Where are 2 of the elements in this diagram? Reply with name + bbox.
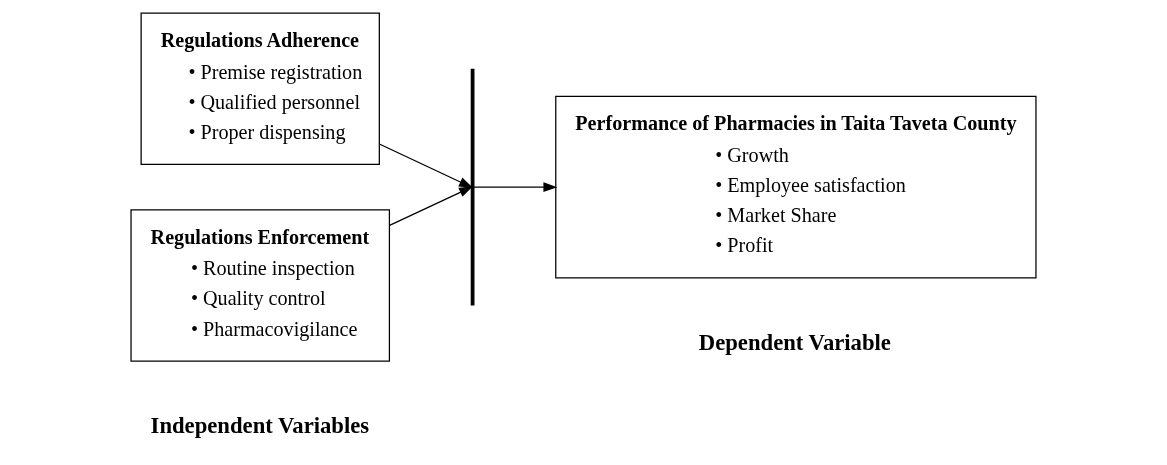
label: Dependent Variable	[698, 330, 891, 356]
label: Independent Variables	[150, 413, 370, 439]
